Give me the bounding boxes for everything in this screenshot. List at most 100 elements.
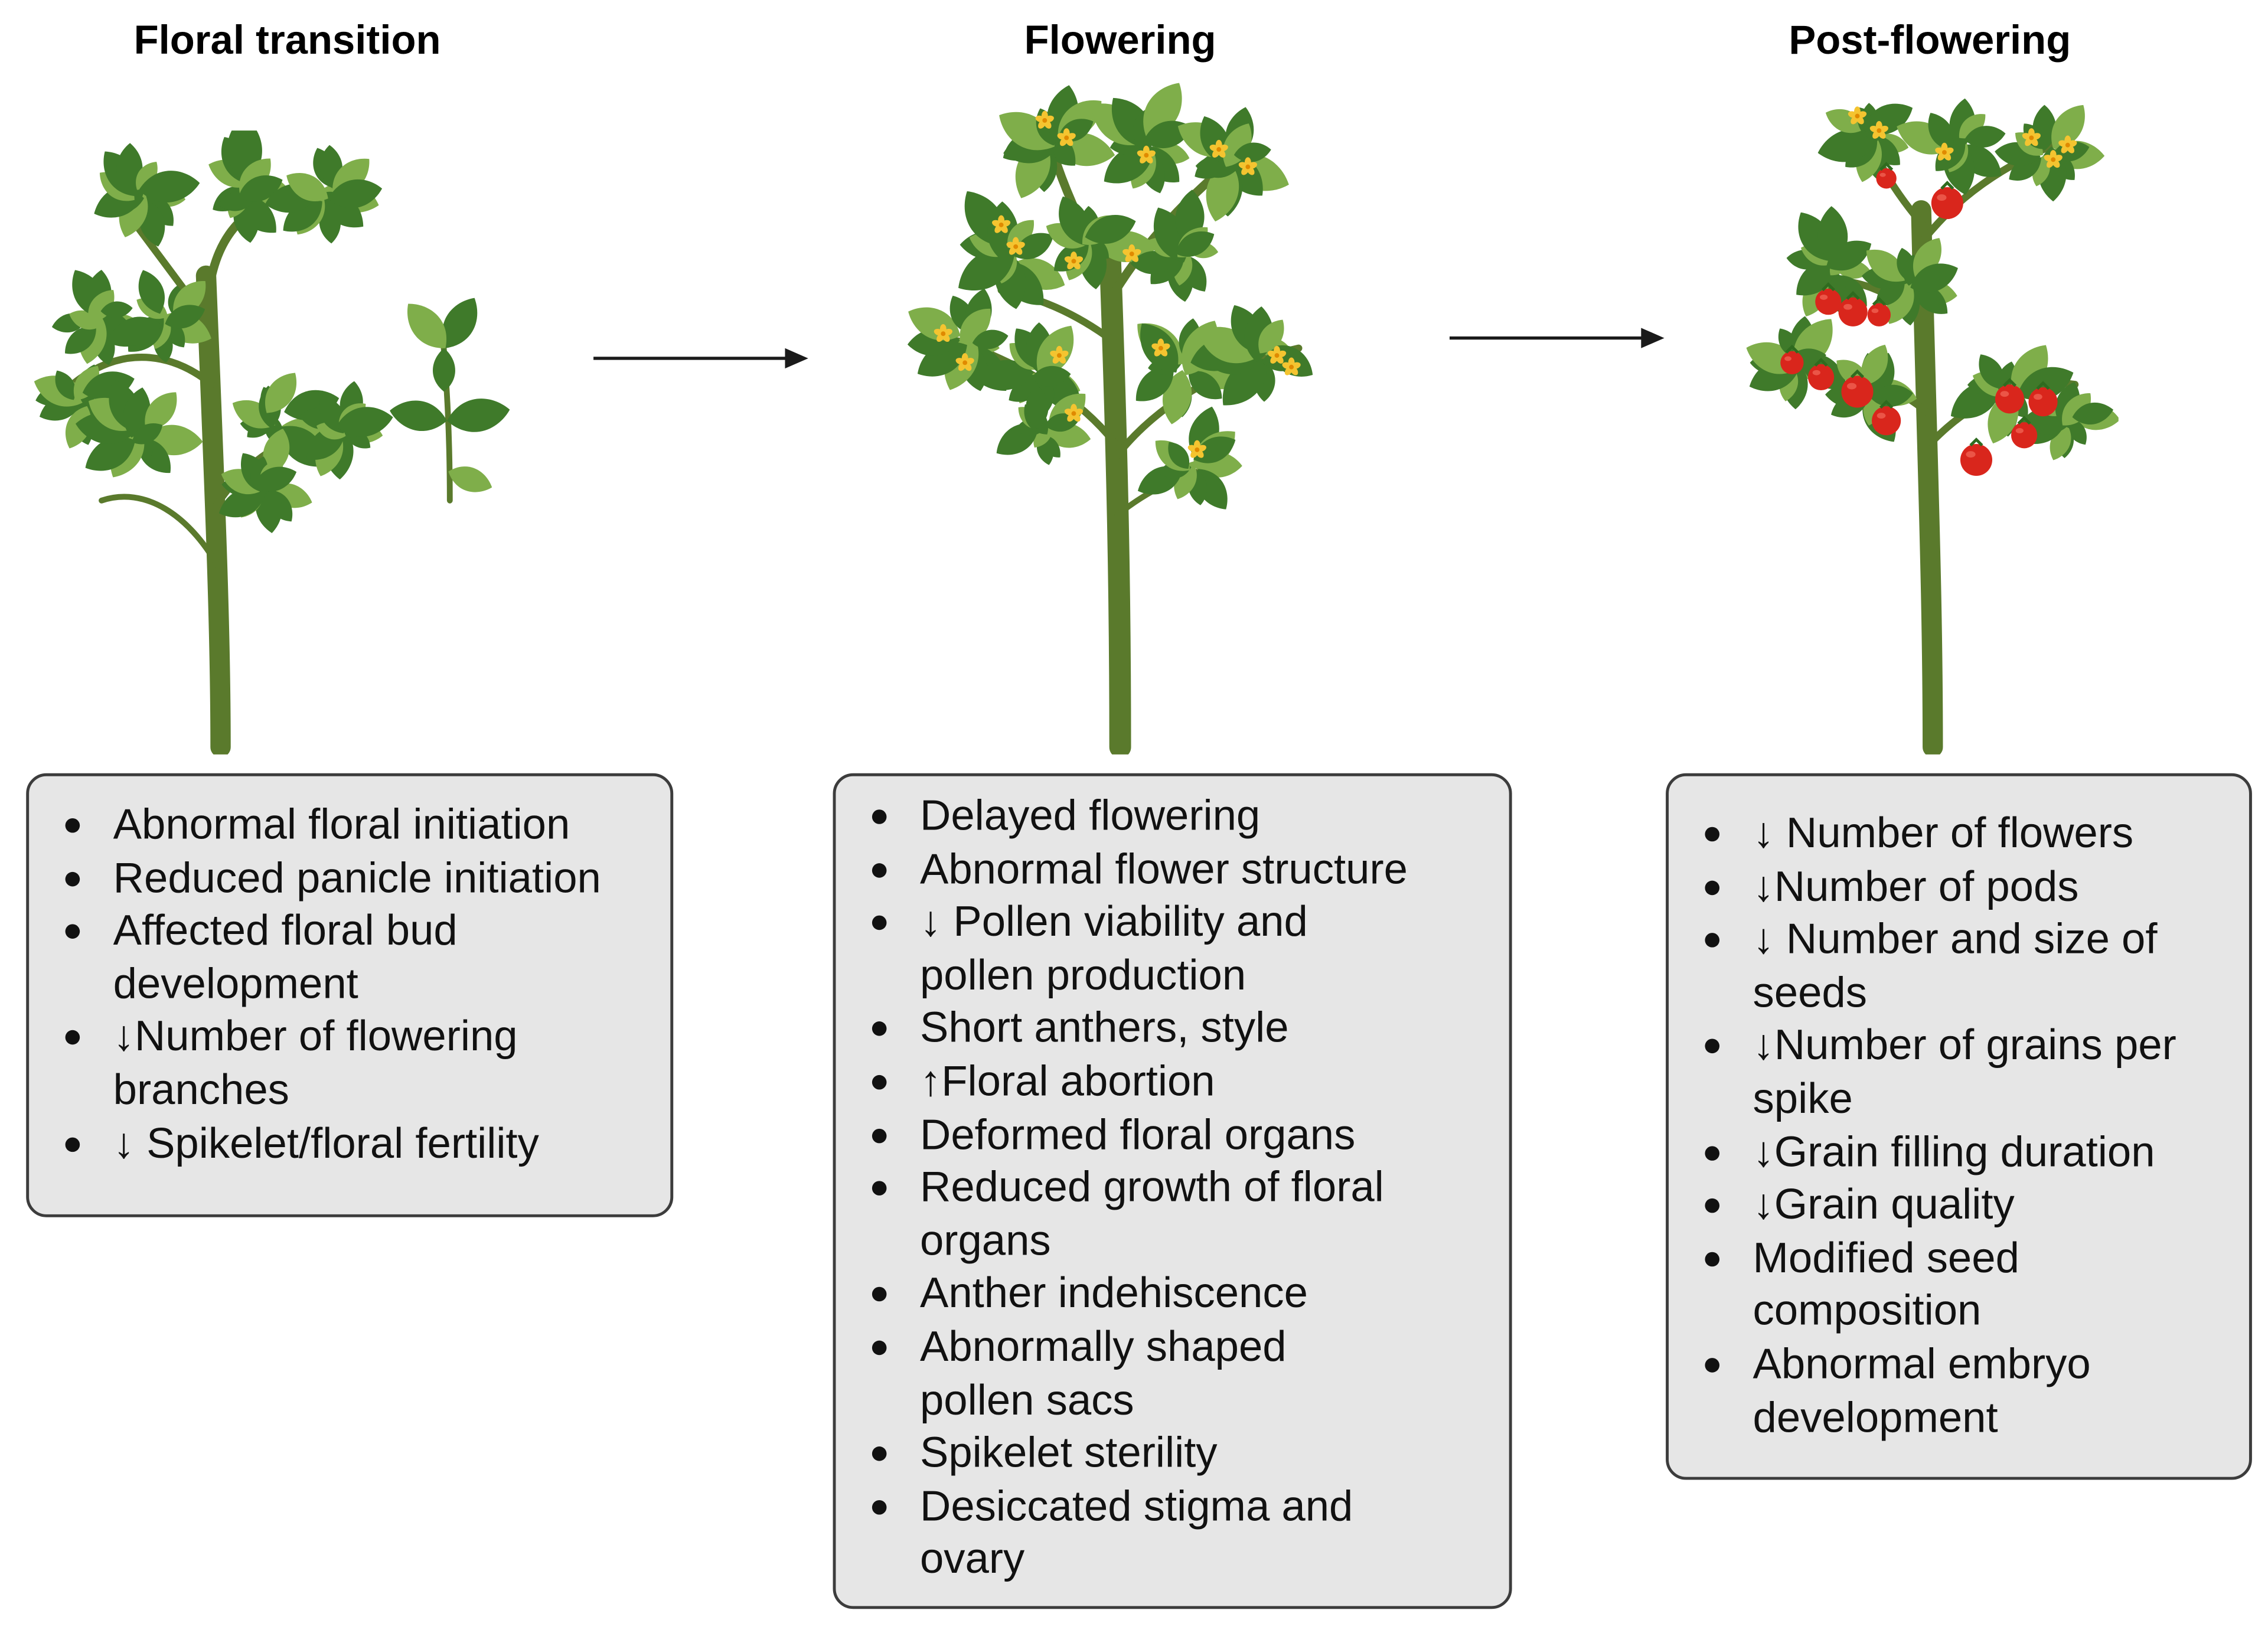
list-item: Affected floral bud development (47, 906, 653, 1012)
flower-icon (1050, 345, 1069, 364)
stem (1099, 243, 1131, 755)
leaf (1871, 384, 1913, 407)
list-item: ↓Grain quality (1686, 1180, 2237, 1233)
arrow-right-icon (1449, 328, 1665, 348)
leaf (100, 301, 133, 318)
leaf (2032, 104, 2057, 151)
list-item: ↓ Number of flowers (1686, 808, 2237, 861)
list-item: Deformed floral organs (853, 1109, 1492, 1162)
tomato-icon (1867, 296, 1891, 326)
list-item: ↓Number of flowering branches (47, 1012, 653, 1118)
leaf (2051, 104, 2085, 149)
list-item: ↓ Pollen viability and pollen production (853, 897, 1492, 1003)
leaf (85, 437, 135, 471)
tomato-icon (1995, 378, 2025, 414)
tomato-icon (1960, 437, 1993, 476)
leaf (132, 423, 163, 445)
stage-title-post-flowering: Post-flowering (1789, 17, 2071, 63)
leaf (138, 270, 165, 314)
flower-icon (2058, 135, 2077, 153)
leaf (1258, 319, 1284, 354)
leaf (446, 399, 510, 432)
stage-title-flowering: Flowering (1024, 17, 1216, 63)
effects-list: Abnormal floral initiation Reduced panic… (47, 799, 653, 1171)
leaf (265, 373, 297, 413)
flower-icon (1064, 404, 1084, 422)
leaf (1233, 142, 1271, 162)
leaf (1188, 371, 1222, 400)
leaf (1168, 442, 1189, 469)
leaf (2072, 402, 2114, 424)
leaf (145, 392, 177, 430)
list-item: ↓Number of grains per spike (1686, 1020, 2237, 1126)
leaf (1817, 129, 1878, 162)
leaf (1928, 113, 1954, 151)
young-plant-illustration (34, 130, 510, 755)
leaf (1176, 231, 1215, 257)
flower-icon (1848, 106, 1867, 125)
flower-icon (1057, 128, 1076, 146)
leaf (1193, 436, 1236, 463)
flower-icon (934, 324, 952, 342)
list-item: ↓Number of pods (1686, 861, 2237, 915)
leaf (1861, 344, 1888, 386)
tomato-icon (1876, 162, 1897, 189)
flower-icon (1282, 357, 1301, 375)
leaf (65, 326, 96, 354)
list-item: Abnormally shaped pollen sacs (853, 1322, 1492, 1428)
flower-icon (1267, 345, 1287, 364)
leaf (165, 305, 205, 329)
leaf (1014, 233, 1054, 259)
leaf (972, 329, 1009, 350)
leaf (55, 370, 76, 400)
tomato-icon (1807, 357, 1835, 391)
leaf (433, 348, 455, 392)
stage-title-floral-transition: Floral transition (133, 17, 441, 63)
leaf (975, 360, 1034, 390)
leaf (286, 173, 328, 201)
leaf (958, 249, 1015, 290)
leaf (109, 316, 162, 346)
flower-icon (1238, 157, 1257, 175)
list-item: Desiccated stigma and ovary (853, 1481, 1492, 1587)
flower-icon (1935, 142, 1954, 161)
post-flowering-effects-box: ↓ Number of flowers ↓Number of pods ↓ Nu… (1666, 773, 2252, 1480)
tomato-icon (1841, 369, 1874, 408)
list-item: Short anthers, style (853, 1003, 1492, 1056)
list-item: Abnormal embryo development (1686, 1339, 2237, 1445)
flower-icon (1209, 139, 1228, 158)
list-item: Anther indehiscence (853, 1269, 1492, 1322)
leaf (336, 407, 393, 437)
effects-list: ↓ Number of flowers ↓Number of pods ↓ Nu… (1686, 808, 2237, 1445)
list-item: ↓ Number and size of seeds (1686, 915, 2237, 1021)
flower-icon (1035, 110, 1054, 129)
flower-icon (2022, 128, 2041, 146)
flower-icon (1869, 120, 1888, 139)
list-item: Spikelet sterility (853, 1428, 1492, 1481)
stem (195, 265, 231, 755)
floral-transition-effects-box: Abnormal floral initiation Reduced panic… (26, 773, 674, 1217)
leaf (1135, 367, 1174, 401)
tomato-icon (2011, 416, 2038, 449)
list-item: ↓ Spikelet/floral fertility (47, 1118, 653, 1171)
leaf (1826, 240, 1872, 271)
leaf (1130, 251, 1176, 275)
leaf (442, 298, 478, 348)
flower-icon (992, 215, 1011, 233)
leaf (1085, 214, 1136, 244)
list-item: Reduced growth of floral organs (853, 1162, 1492, 1269)
leaf (1910, 263, 1958, 293)
list-item: Modified seed composition (1686, 1233, 2237, 1339)
list-item: ↓Grain filling duration (1686, 1126, 2237, 1180)
flower-icon (1064, 252, 1084, 270)
tomato-icon (1931, 181, 1963, 220)
list-item: ↑Floral abortion (853, 1056, 1492, 1109)
flowering-effects-box: Delayed flowering Abnormal flower struct… (833, 773, 1512, 1609)
leaf (448, 466, 492, 492)
flower-icon (2044, 150, 2063, 168)
leaf (218, 488, 266, 518)
leaf (139, 171, 200, 203)
leaf (390, 400, 447, 431)
flower-icon (1122, 244, 1141, 262)
